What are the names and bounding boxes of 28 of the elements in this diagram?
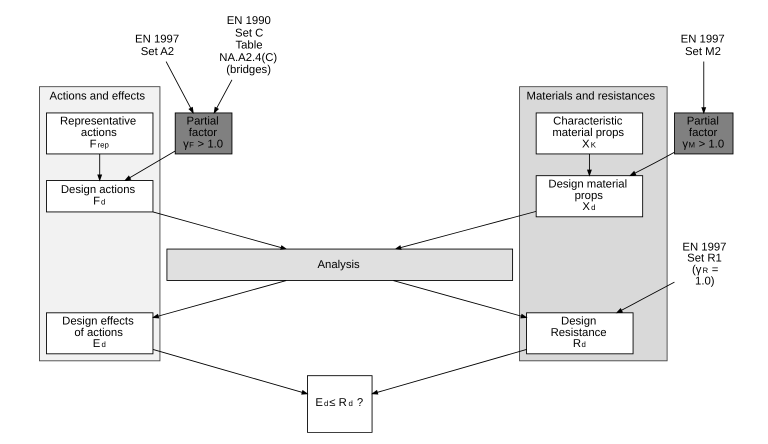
node-text: EN 1997 Set R1 (γR = 1.0): [682, 241, 726, 288]
node-box: Design Resistance Rd: [526, 312, 633, 354]
arrow: [165, 61, 194, 114]
arrow: [370, 349, 526, 395]
node-box: Characteristic material props XK: [535, 112, 643, 154]
arrow: [394, 210, 536, 250]
node-box: Design effects of actions Ed: [46, 312, 153, 354]
node-box: Partial factor γM > 1.0: [674, 112, 733, 154]
arrow: [96, 154, 102, 182]
arrow: [151, 280, 286, 318]
node-text: EN 1997 Set M2: [680, 34, 724, 58]
arrow: [392, 280, 528, 318]
node-text: EN 1990 Set C Table NA.A2.4(C) (bridges): [218, 15, 277, 76]
arrow: [152, 212, 287, 250]
node-box: Representative actions Frep: [46, 112, 153, 154]
node-text: EN 1997 Set A2: [134, 34, 179, 58]
arrow: [628, 152, 674, 176]
node-box: Design material props Xd: [535, 175, 643, 218]
arrow: [213, 79, 232, 114]
node-box: Ed≤ Rd ?: [306, 375, 372, 433]
arrow: [615, 282, 674, 314]
arrow: [586, 154, 592, 177]
node-box: Analysis: [166, 248, 513, 281]
arrow: [152, 349, 308, 395]
arrow: [700, 61, 706, 114]
node-box: Partial factor γF > 1.0: [174, 112, 232, 154]
node-box: Design actions Fd: [46, 180, 153, 212]
arrow: [124, 150, 176, 182]
